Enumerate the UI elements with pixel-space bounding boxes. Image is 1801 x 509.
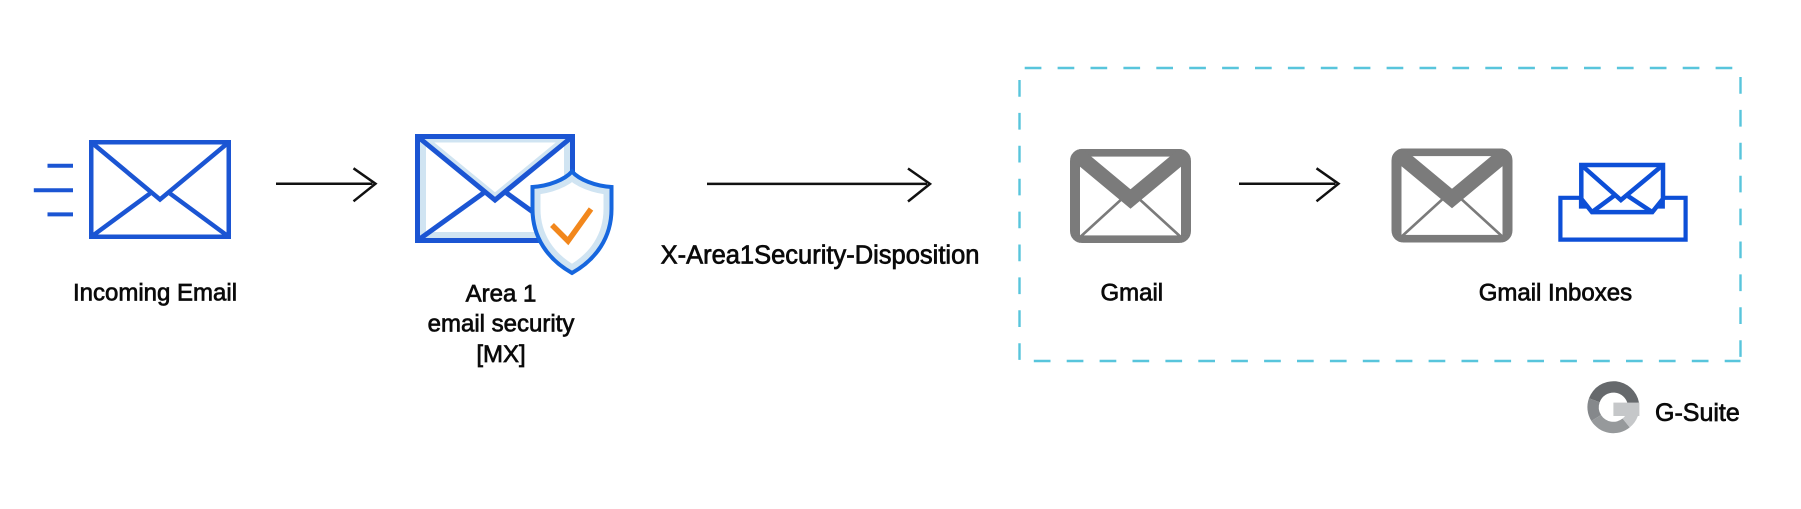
svg-text:[MX]: [MX] [476,341,525,368]
svg-text:Incoming Email: Incoming Email [73,280,237,307]
svg-text:Gmail Inboxes: Gmail Inboxes [1479,280,1632,307]
svg-text:Area 1: Area 1 [466,281,537,308]
svg-text:G-Suite: G-Suite [1655,399,1740,427]
svg-text:X-Area1Security-Disposition: X-Area1Security-Disposition [661,242,980,270]
svg-text:email security: email security [428,311,575,338]
svg-text:Gmail: Gmail [1100,280,1163,307]
